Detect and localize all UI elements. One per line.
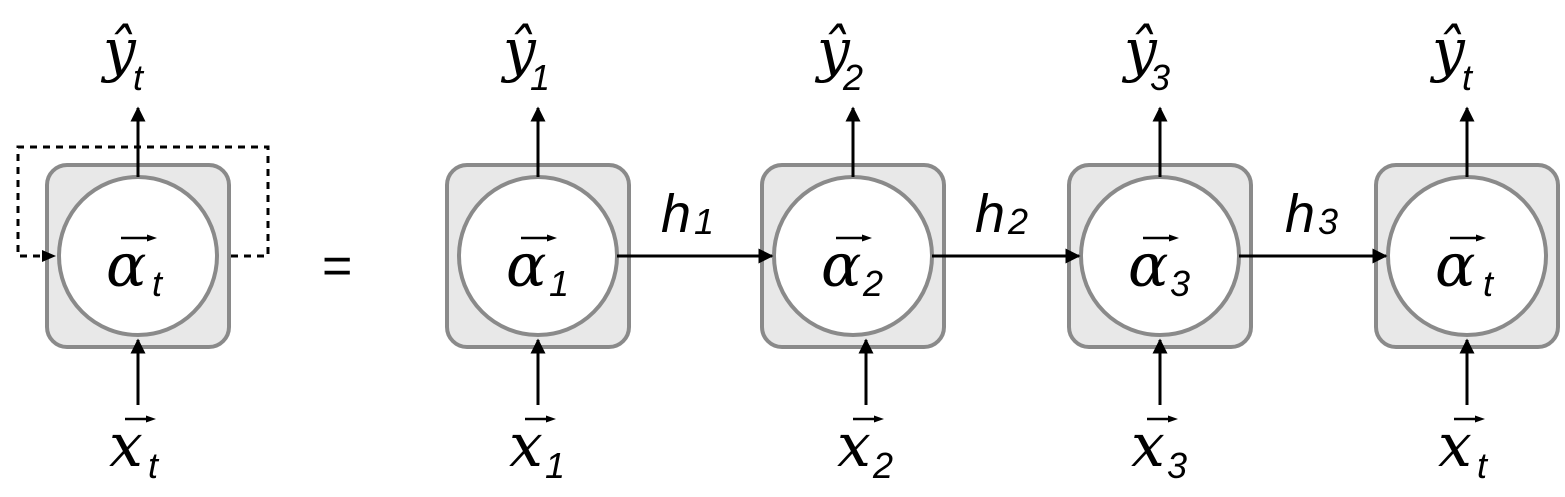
input-label: x: [509, 411, 543, 481]
state-label: α: [106, 231, 147, 301]
unrolled-cell: ŷ 3 α 3 x 3: [1067, 16, 1253, 486]
hidden-subscript: 3: [1318, 201, 1338, 242]
folded-cell: ŷ t α t x t: [16, 16, 270, 486]
input-subscript: 3: [1167, 445, 1187, 486]
state-label: α: [506, 231, 547, 301]
input-subscript: 1: [545, 445, 565, 486]
output-label: ŷ: [500, 16, 537, 84]
unrolled-cell: ŷ 2 α 2 x 2: [760, 16, 946, 486]
input-subscript: 2: [872, 445, 893, 486]
state-subscript: 2: [862, 263, 883, 304]
equals-sign: =: [322, 237, 352, 295]
state-label: α: [1435, 231, 1476, 301]
output-label: ŷ: [1429, 16, 1466, 84]
hidden-label: h: [1285, 184, 1315, 244]
output-label: ŷ: [1121, 16, 1158, 84]
input-subscript: t: [148, 445, 160, 486]
input-label: x: [1438, 411, 1472, 481]
state-subscript: t: [1483, 263, 1495, 304]
state-label: α: [1128, 231, 1169, 301]
output-subscript: t: [1462, 57, 1474, 98]
hidden-label: h: [975, 184, 1005, 244]
hidden-label: h: [661, 184, 691, 244]
recurrence-arrowhead: [42, 250, 56, 262]
output-label: ŷ: [814, 16, 851, 84]
state-subscript: 1: [549, 263, 569, 304]
unrolled-cell: ŷ t α t x t: [1374, 16, 1560, 486]
state-label: α: [821, 231, 862, 301]
output-label: ŷ: [100, 16, 137, 84]
input-subscript: t: [1477, 445, 1489, 486]
output-subscript: 2: [842, 57, 863, 98]
output-subscript: 3: [1150, 57, 1170, 98]
hidden-subscript: 1: [694, 201, 714, 242]
input-label: x: [837, 411, 871, 481]
state-subscript: t: [152, 263, 164, 304]
output-subscript: t: [133, 57, 145, 98]
input-label: x: [109, 411, 143, 481]
hidden-subscript: 2: [1007, 201, 1028, 242]
output-subscript: 1: [530, 57, 550, 98]
recurrence-loop: [16, 145, 270, 258]
state-subscript: 3: [1170, 263, 1190, 304]
unrolled-cell: ŷ 1 α 1 x 1: [445, 16, 631, 486]
input-label: x: [1131, 411, 1165, 481]
